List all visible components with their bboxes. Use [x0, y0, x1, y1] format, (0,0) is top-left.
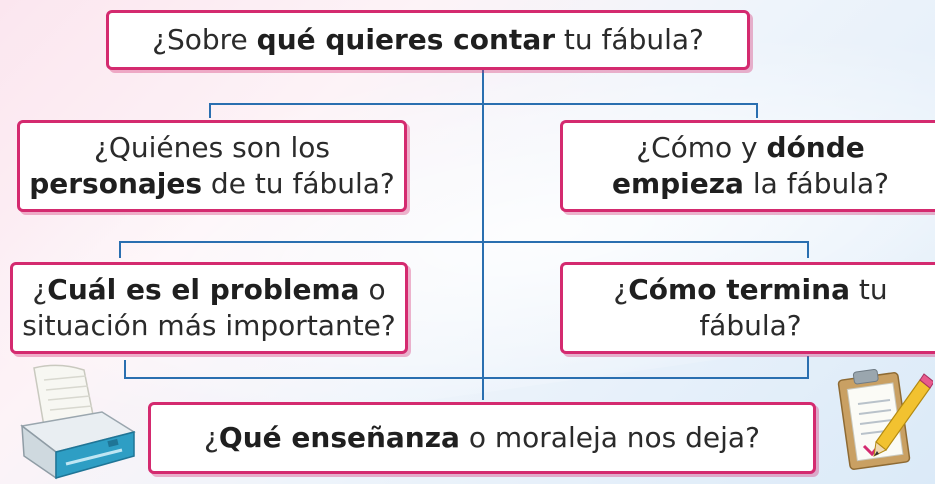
topic-question: ¿Sobre qué quieres contar tu fábula? — [152, 23, 704, 56]
question-box-characters: ¿Quiénes son los personajes de tu fábula… — [17, 120, 407, 212]
clipboard-pencil-icon — [837, 368, 933, 470]
question-box-problem: ¿Cuál es el problema o situación más imp… — [10, 262, 408, 354]
question-box-topic: ¿Sobre qué quieres contar tu fábula? — [106, 10, 750, 70]
problem-question: ¿Cuál es el problema o situación más imp… — [22, 273, 396, 342]
characters-question: ¿Quiénes son los personajes de tu fábula… — [29, 131, 395, 200]
question-box-setting: ¿Cómo y dónde empieza la fábula? — [560, 120, 935, 212]
question-box-ending: ¿Cómo termina tu fábula? — [560, 262, 935, 354]
setting-question: ¿Cómo y dónde empieza la fábula? — [611, 131, 890, 200]
printer-icon — [20, 364, 136, 480]
question-box-moral: ¿Qué enseñanza o moraleja nos deja? — [148, 402, 816, 474]
ending-question: ¿Cómo termina tu fábula? — [613, 273, 888, 342]
moral-question: ¿Qué enseñanza o moraleja nos deja? — [204, 421, 760, 454]
